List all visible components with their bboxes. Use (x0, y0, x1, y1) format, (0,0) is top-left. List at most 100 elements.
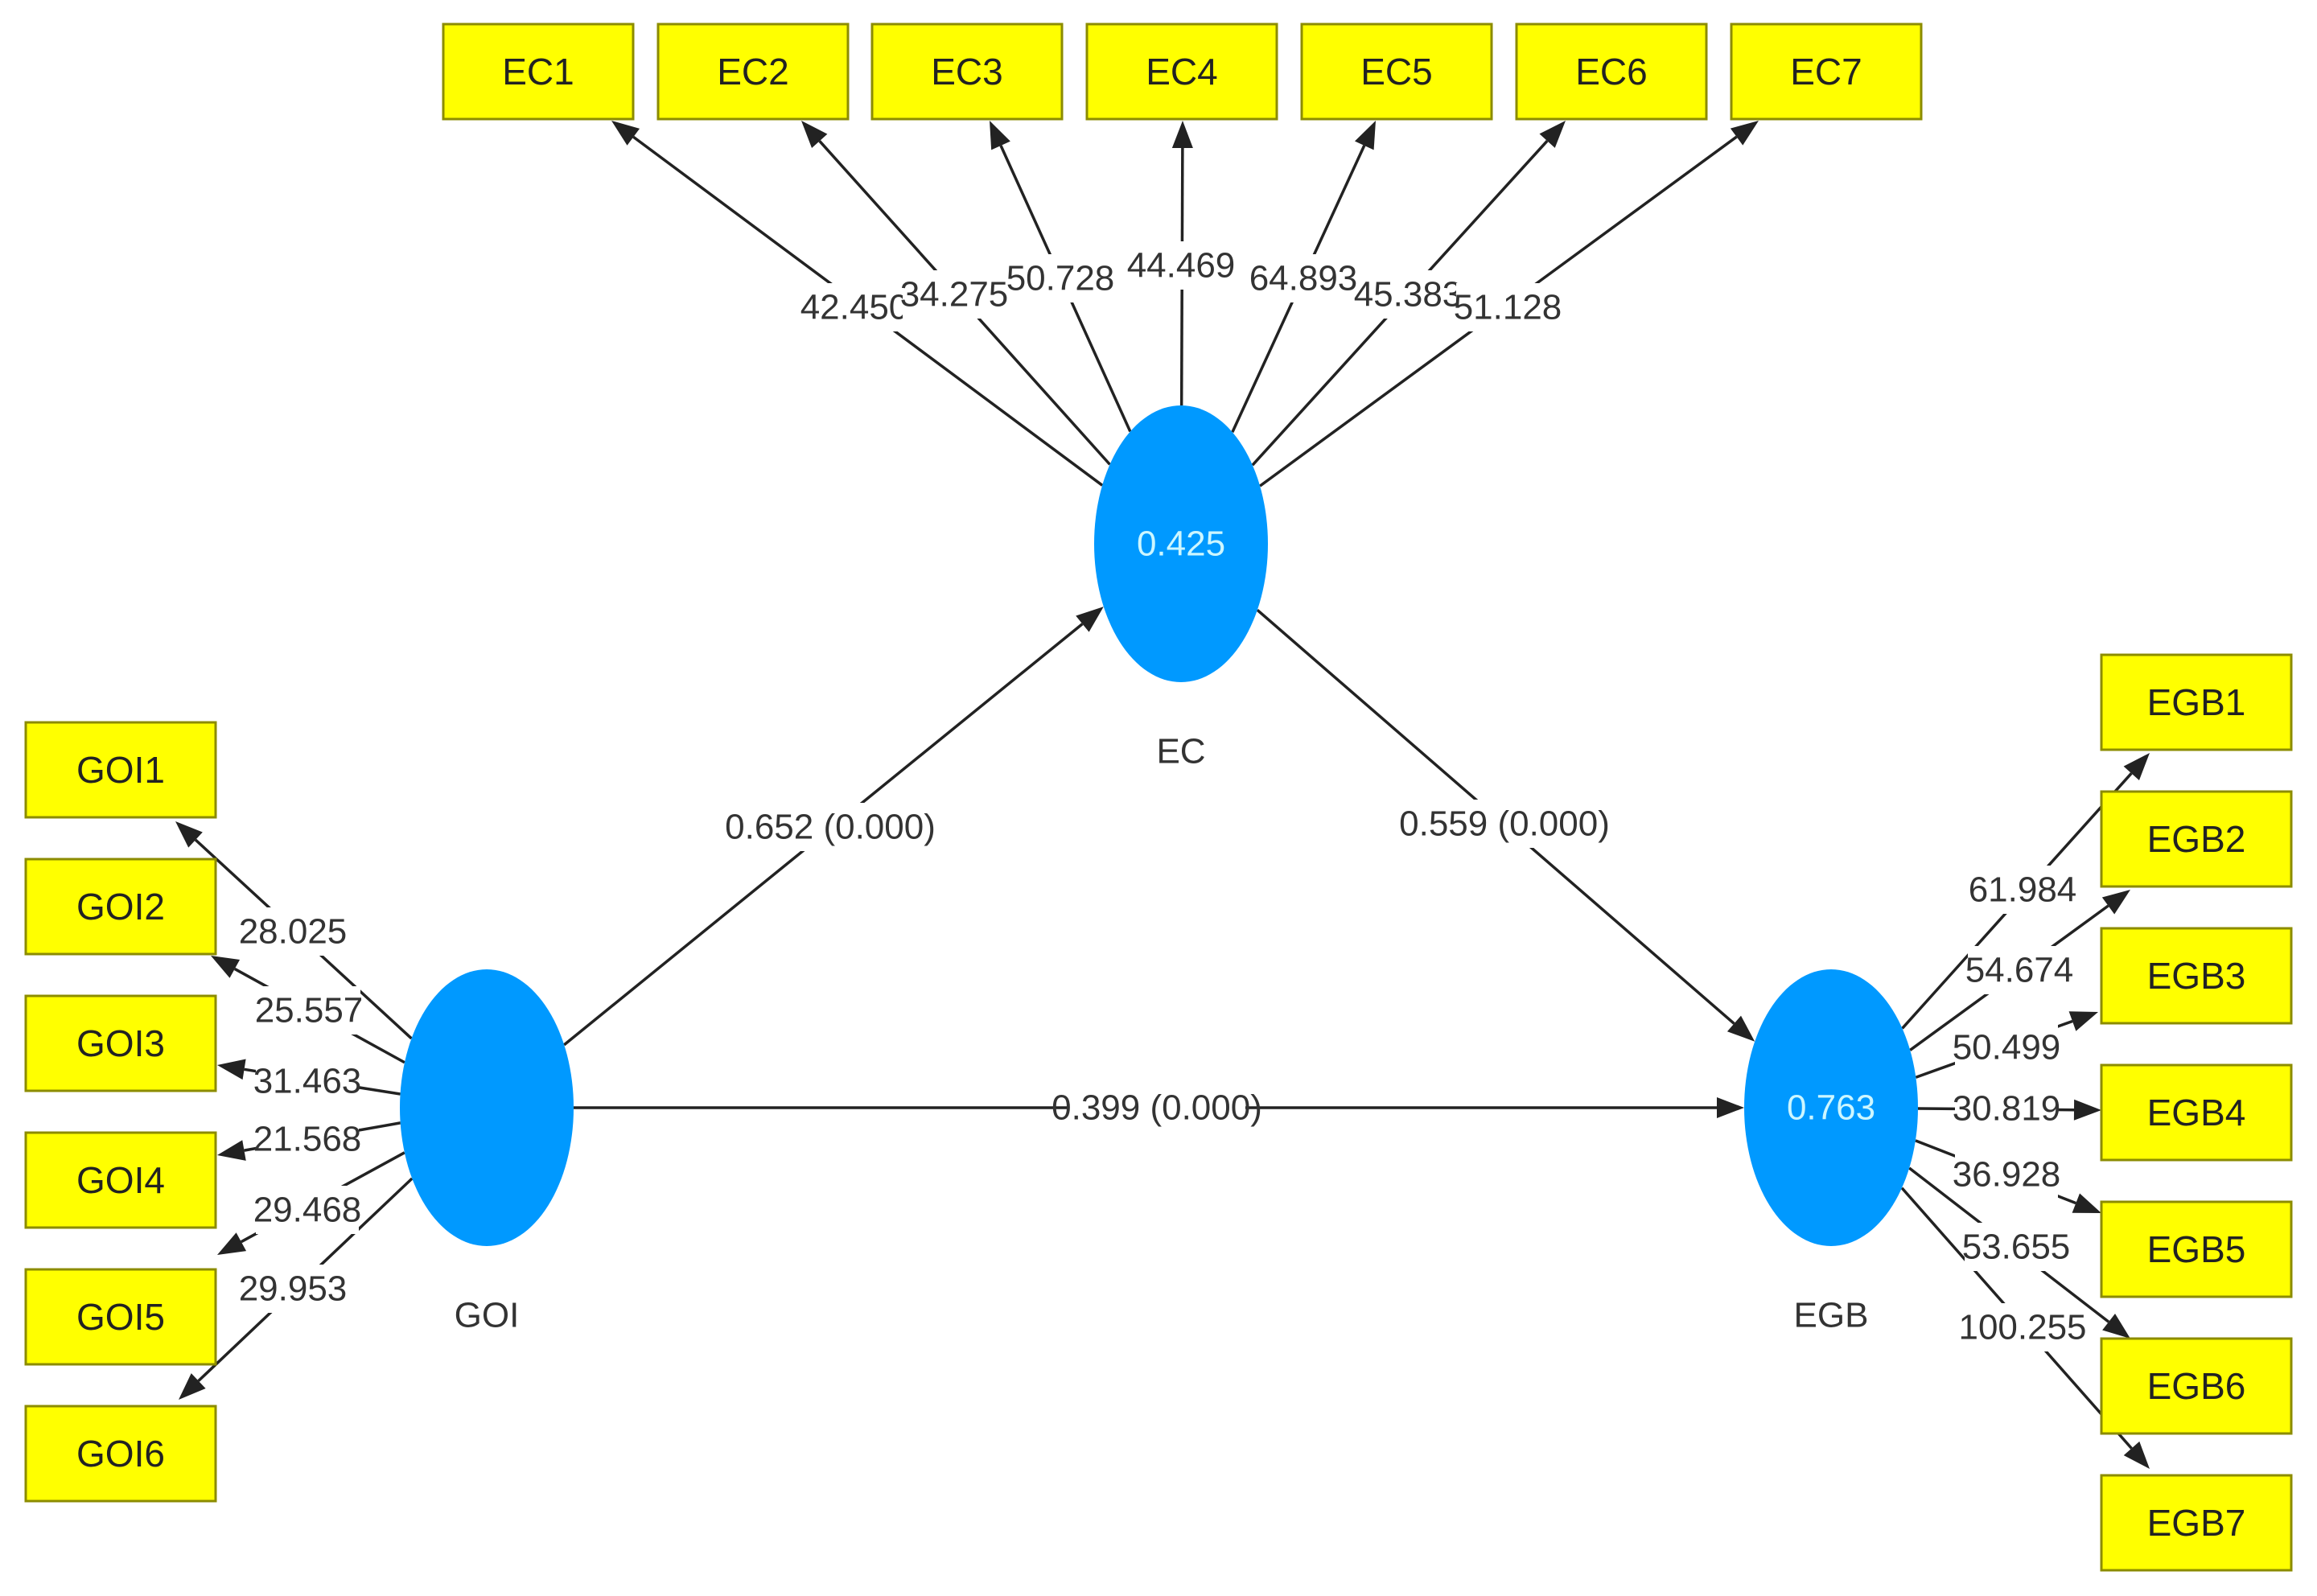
path-label-ec-egb-bg (1416, 800, 1593, 848)
indicator-egb3-label: EGB3 (2147, 955, 2246, 997)
indicator-egb5[interactable]: EGB5 (2100, 1200, 2293, 1298)
indicator-egb7-box[interactable] (2100, 1474, 2293, 1572)
loading-label-goi2-text: 25.557 (255, 991, 364, 1030)
indicator-egb7[interactable]: EGB7 (2100, 1474, 2293, 1572)
indicator-egb6[interactable]: EGB6 (2100, 1337, 2293, 1435)
indicator-ec7-box[interactable] (1730, 23, 1923, 121)
indicator-ec3-box[interactable] (870, 23, 1064, 121)
loading-goi1-arrowhead (175, 821, 203, 848)
indicator-ec2[interactable]: EC2 (656, 23, 850, 121)
latent-ec-circle[interactable] (1094, 405, 1268, 682)
loading-ec4-arrowhead (1171, 121, 1193, 149)
indicator-egb7-label: EGB7 (2147, 1502, 2246, 1544)
indicator-goi5-box[interactable] (24, 1268, 217, 1366)
connector-layer (175, 121, 2150, 1469)
indicator-ec4-box[interactable] (1085, 23, 1278, 121)
indicator-goi6-box[interactable] (24, 1405, 217, 1503)
indicator-egb1[interactable]: EGB1 (2100, 653, 2293, 751)
loading-egb6-arrowhead (2102, 1313, 2130, 1339)
indicator-egb6-label: EGB6 (2147, 1365, 2246, 1407)
indicator-ec5[interactable]: EC5 (1300, 23, 1493, 121)
path-label-goi-ec-bg (742, 803, 919, 851)
indicator-goi2-box[interactable] (24, 858, 217, 956)
indicator-ec2-box[interactable] (656, 23, 850, 121)
loading-label-goi4-bg (256, 1115, 359, 1163)
indicator-goi3[interactable]: GOI3 (24, 994, 217, 1092)
loading-label-ec4-bg (1130, 241, 1233, 290)
loading-label-egb2-bg (1968, 946, 2071, 994)
loading-label-egb7-bg (1971, 1303, 2074, 1351)
loading-label-ec6-bg (1356, 270, 1459, 319)
loading-label-ec6: 45.383 (1354, 270, 1462, 319)
loading-label-ec1: 42.450 (800, 283, 909, 331)
loading-label-egb2-text: 54.674 (1965, 951, 2074, 990)
loading-label-egb7: 100.255 (1958, 1303, 2087, 1351)
indicator-goi1-box[interactable] (24, 721, 217, 819)
loading-label-goi4-text: 21.568 (253, 1120, 362, 1159)
indicator-ec7[interactable]: EC7 (1730, 23, 1923, 121)
indicator-egb3-box[interactable] (2100, 927, 2293, 1025)
loading-label-ec1-bg (803, 283, 906, 331)
indicator-egb4-box[interactable] (2100, 1063, 2293, 1162)
latent-goi-circle[interactable] (400, 969, 574, 1246)
indicator-ec2-label: EC2 (717, 51, 788, 93)
indicator-ec6-box[interactable] (1515, 23, 1708, 121)
loading-label-egb1: 61.984 (1969, 866, 2076, 914)
loading-label-ec3: 50.728 (1006, 254, 1114, 302)
indicator-ec3[interactable]: EC3 (870, 23, 1064, 121)
indicator-egb2-box[interactable] (2100, 790, 2293, 888)
loading-label-goi1-bg (241, 907, 344, 956)
indicator-goi2-label: GOI2 (76, 886, 165, 928)
loading-egb7-arrowhead (2123, 1441, 2150, 1469)
indicator-ec6[interactable]: EC6 (1515, 23, 1708, 121)
loading-label-egb6-bg (1965, 1223, 2068, 1271)
loading-label-goi5-text: 29.468 (253, 1191, 362, 1230)
latent-egb-r2: 0.763 (1787, 1088, 1875, 1128)
indicator-egb4-label: EGB4 (2147, 1092, 2246, 1133)
loading-label-ec7-bg (1456, 283, 1559, 331)
loading-label-goi4: 21.568 (253, 1115, 362, 1163)
indicator-egb1-box[interactable] (2100, 653, 2293, 751)
indicator-goi2[interactable]: GOI2 (24, 858, 217, 956)
indicator-ec4[interactable]: EC4 (1085, 23, 1278, 121)
loading-label-ec5-bg (1252, 254, 1355, 302)
indicator-goi4-label: GOI4 (76, 1159, 165, 1201)
latent-goi[interactable]: GOI (400, 969, 574, 1335)
loading-ec3-arrowhead (990, 121, 1010, 150)
loading-label-goi5-bg (256, 1186, 359, 1234)
path-goi-ec-arrowhead (1076, 607, 1104, 632)
indicator-ec1-label: EC1 (502, 51, 574, 93)
loading-goi5-arrowhead (217, 1232, 247, 1255)
indicator-ec5-box[interactable] (1300, 23, 1493, 121)
loading-label-egb4: 30.819 (1953, 1084, 2060, 1133)
indicator-egb3[interactable]: EGB3 (2100, 927, 2293, 1025)
indicator-goi4[interactable]: GOI4 (24, 1131, 217, 1229)
indicator-egb4[interactable]: EGB4 (2100, 1063, 2293, 1162)
indicator-goi6[interactable]: GOI6 (24, 1405, 217, 1503)
indicator-egb2[interactable]: EGB2 (2100, 790, 2293, 888)
indicator-goi4-box[interactable] (24, 1131, 217, 1229)
loading-label-egb7-text: 100.255 (1958, 1308, 2086, 1347)
indicator-ec1-box[interactable] (442, 23, 635, 121)
loading-label-egb6-text: 53.655 (1962, 1228, 2071, 1267)
latent-egb-circle[interactable] (1744, 969, 1918, 1246)
indicator-goi5[interactable]: GOI5 (24, 1268, 217, 1366)
loading-label-goi3-text: 31.463 (253, 1062, 362, 1101)
indicator-goi3-box[interactable] (24, 994, 217, 1092)
indicator-egb6-box[interactable] (2100, 1337, 2293, 1435)
loading-label-ec4-text: 44.469 (1127, 246, 1236, 286)
loading-label-ec4: 44.469 (1127, 241, 1236, 290)
path-label-goi-egb: 0.399 (0.000) (1051, 1084, 1262, 1132)
loading-label-goi2-bg (257, 986, 360, 1035)
loading-label-ec1-text: 42.450 (800, 288, 909, 327)
indicator-goi1[interactable]: GOI1 (24, 721, 217, 819)
latent-egb-name: EGB (1794, 1296, 1869, 1335)
indicator-egb5-box[interactable] (2100, 1200, 2293, 1298)
loading-label-egb4-bg (1955, 1084, 2058, 1133)
indicator-goi5-label: GOI5 (76, 1296, 165, 1338)
loading-label-egb1-bg (1971, 866, 2074, 914)
indicator-ec1[interactable]: EC1 (442, 23, 635, 121)
loading-label-ec2-bg (903, 270, 1006, 319)
